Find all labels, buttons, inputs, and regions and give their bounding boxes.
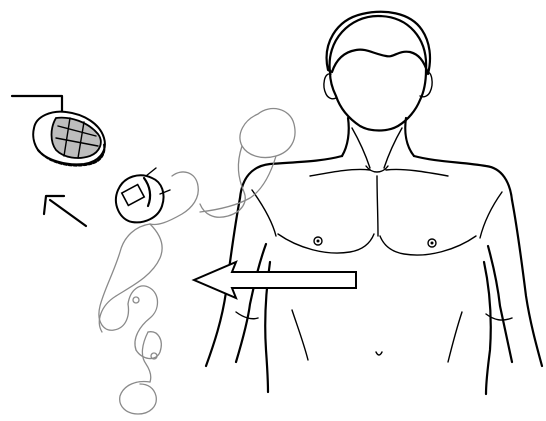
neck-left — [342, 118, 349, 156]
pointer-arrow — [44, 196, 86, 226]
sternum-line — [377, 176, 378, 236]
left-elbow — [236, 312, 258, 319]
human-figure — [206, 12, 542, 394]
right-arm-inner — [488, 246, 512, 362]
esophagus-tube — [240, 109, 295, 158]
callout-leader — [12, 96, 62, 112]
abdomen-line-right — [448, 312, 462, 362]
hollow-arrow-shape — [194, 262, 356, 298]
enlarged-organ-section — [12, 96, 105, 165]
digestive-tract — [99, 109, 295, 414]
neck-right — [405, 118, 414, 156]
colon-ascending — [116, 224, 162, 296]
right-clavicle — [386, 169, 448, 176]
neck-muscle-right — [384, 128, 402, 168]
left-shoulder — [240, 156, 342, 198]
right-arm-outer — [512, 200, 542, 366]
pointer-arrow-head — [44, 196, 64, 214]
navel — [376, 352, 382, 355]
duodenum — [99, 224, 150, 330]
torso-right-side — [484, 262, 491, 394]
neck-muscle-left — [352, 128, 370, 168]
small-intestine-loop-2 — [136, 332, 161, 359]
right-pectoral — [380, 236, 476, 255]
right-shoulder — [414, 156, 512, 200]
hollow-arrow — [194, 262, 356, 298]
hair — [327, 12, 430, 74]
pointer-arrow-shaft — [50, 200, 86, 226]
left-clavicle — [310, 169, 370, 176]
small-intestine-loop-1 — [128, 286, 158, 350]
stomach-section-tag — [146, 168, 156, 176]
left-nipple-center — [317, 240, 320, 243]
right-deltoid — [480, 192, 502, 238]
right-nipple-center — [431, 242, 434, 245]
tract-marker-1 — [133, 297, 139, 303]
abdomen-line-left — [292, 310, 308, 360]
rectum — [120, 382, 157, 414]
left-pectoral — [278, 234, 374, 253]
stomach-section — [116, 168, 170, 222]
left-deltoid — [252, 190, 276, 236]
head-outline — [330, 16, 427, 131]
left-arm-inner — [236, 244, 266, 362]
